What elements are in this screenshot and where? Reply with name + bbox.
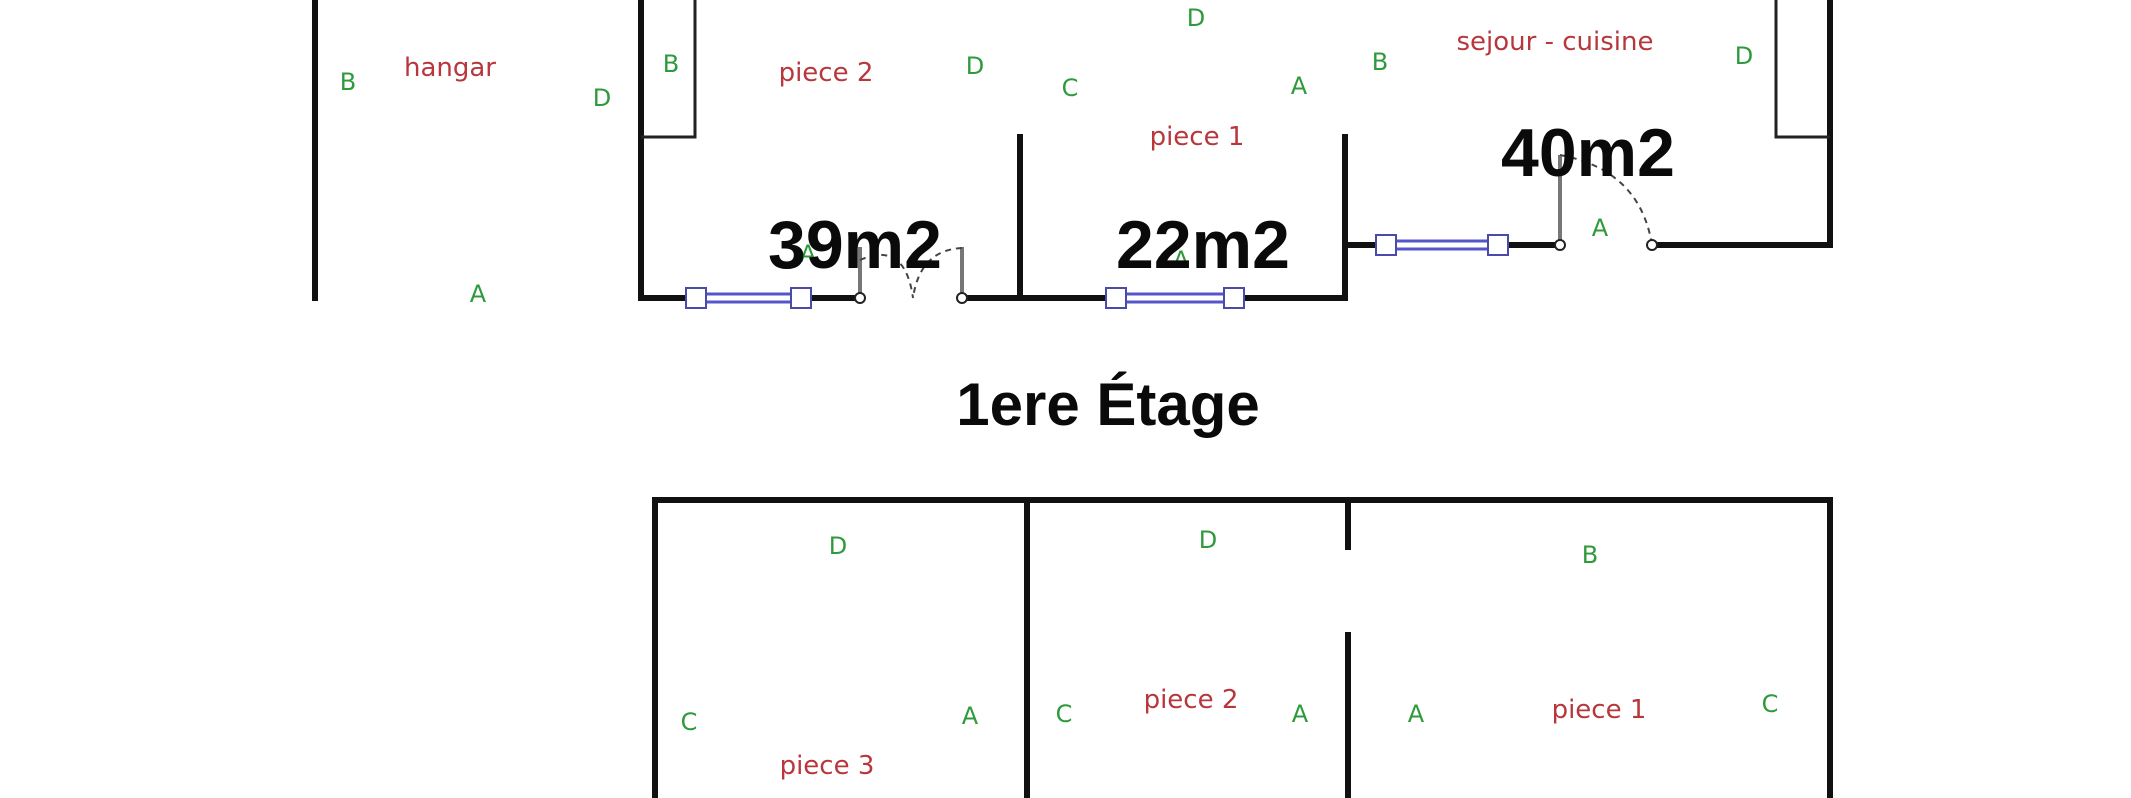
wall-letter: B [340,68,356,96]
wall-letter: D [1199,526,1217,554]
wall-letter: D [593,84,611,112]
wall-letter: A [1408,700,1425,728]
wall-letter: A [800,240,817,268]
wall-letter: B [663,50,679,78]
area-label: 39m2 [768,207,942,283]
lower-plan: piece 3 piece 2 piece 1 D C A D C A B A … [652,497,1833,798]
room-label-piece-2: piece 2 [779,58,874,88]
door [1554,154,1658,251]
area-label: 22m2 [1116,207,1290,283]
wall-letter: C [1062,74,1079,102]
room-label-piece-1: piece 1 [1150,122,1245,152]
wall-letter: B [1582,541,1598,569]
floor-title: 1ere Étage [956,371,1260,438]
wall-letter: A [962,702,979,730]
wall-letter: C [1762,690,1779,718]
wall-letter: A [1292,700,1309,728]
window [1375,234,1509,256]
wall-letter: A [1291,72,1308,100]
wall-letter: A [1173,246,1190,274]
upper-plan: hangar piece 2 piece 1 sejour - cuisine … [312,0,1833,309]
wall-letter: C [1056,700,1073,728]
wall-letter: D [966,52,984,80]
area-label: 40m2 [1501,115,1675,191]
room-label-piece-1: piece 1 [1552,695,1647,725]
door [854,247,968,304]
window [685,287,812,309]
wall-letter: C [681,708,698,736]
wall-letter: A [470,280,487,308]
room-label-piece-2: piece 2 [1144,685,1239,715]
window [1105,287,1245,309]
room-label-piece-3: piece 3 [780,751,875,781]
wall-letter: A [1592,214,1609,242]
wall-letter: B [1372,48,1388,76]
wall-letter: D [829,532,847,560]
room-label-sejour-cuisine: sejour - cuisine [1457,27,1654,57]
cupboard-outline [641,0,697,139]
wall-letter: D [1735,42,1753,70]
room-label-hangar: hangar [404,53,496,83]
cupboard-outline [1774,0,1830,139]
wall-letter: D [1187,4,1205,32]
